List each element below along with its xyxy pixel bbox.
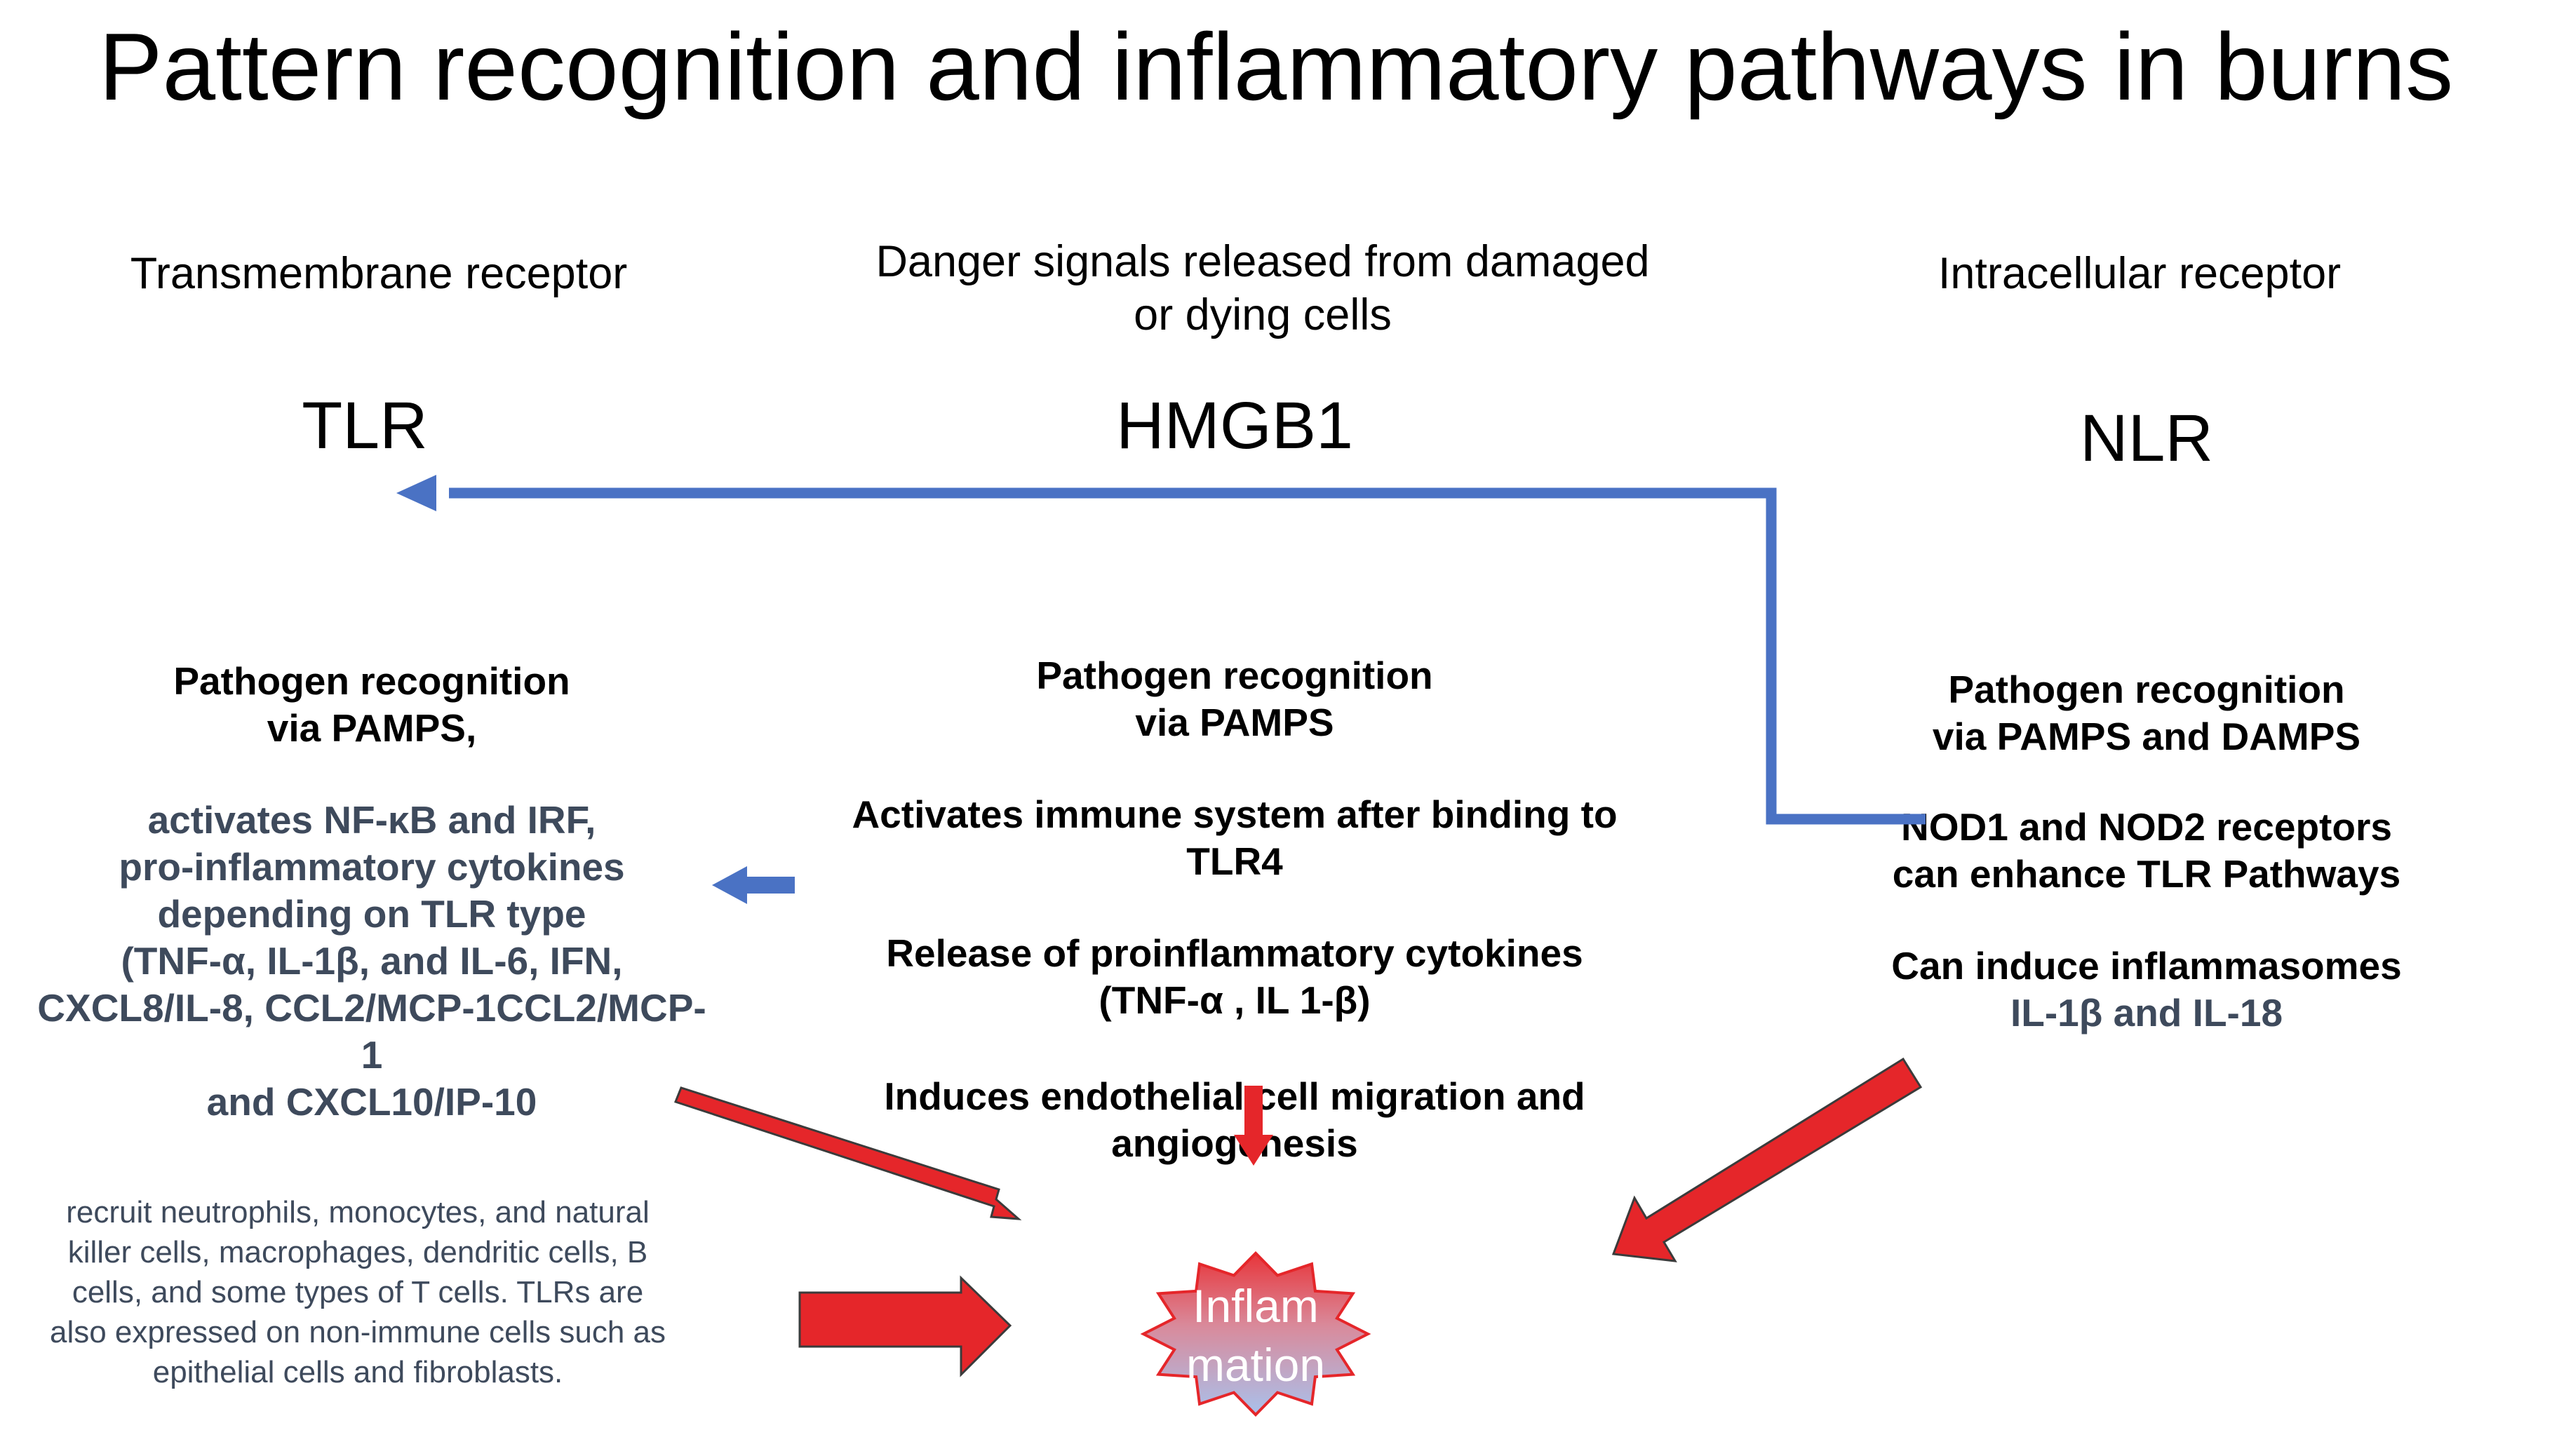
nlr-label: NLR (2079, 401, 2214, 476)
red-down-arrow (1234, 1086, 1273, 1166)
inflammation-label: Inflam mation (1108, 1276, 1403, 1394)
middle-induces-line: angiogenesis (1111, 1121, 1358, 1165)
left-effects-line: depending on TLR type (157, 892, 586, 936)
right-nod-line: can enhance TLR Pathways (1892, 852, 2401, 896)
left-header: Transmembrane receptor (130, 249, 628, 298)
right-inflammasome: Can induce inflammasomes (1891, 944, 2402, 987)
middle-activation-line: TLR4 (1186, 840, 1283, 883)
right-nod-line: NOD1 and NOD2 receptors (1901, 805, 2392, 849)
left-effects-line: activates NF-κB and IRF, (147, 798, 596, 842)
middle-recognition-line: Pathogen recognition (1036, 654, 1433, 697)
left-effects-line: pro-inflammatory cytokines (119, 845, 625, 889)
blue-left-arrow (712, 866, 795, 904)
left-effects-line: (TNF-α, IL-1β, and IL-6, IFN, (121, 939, 623, 983)
page-title: Pattern recognition and inflammatory pat… (98, 13, 2454, 120)
middle-induces: Induces endothelial cell migration and a… (814, 1073, 1656, 1167)
cells-note-line: also expressed on non-immune cells such … (49, 1315, 666, 1349)
middle-activation-line: Activates immune system after binding to (852, 793, 1618, 836)
right-recognition-line: Pathogen recognition (1948, 668, 2345, 711)
red-diagonal-arrow-left (674, 1086, 1022, 1220)
inflammation-label-line: mation (1186, 1339, 1326, 1391)
left-effects-line: and CXCL10/IP-10 (206, 1080, 537, 1124)
left-recognition-line: via PAMPS, (267, 706, 477, 750)
cells-note-line: recruit neutrophils, monocytes, and natu… (66, 1195, 650, 1229)
middle-activation: Activates immune system after binding to… (814, 791, 1656, 885)
middle-release: Release of proinflammatory cytokines (TN… (814, 930, 1656, 1024)
left-effects: activates NF-κB and IRF, pro-inflammator… (0, 797, 744, 1126)
right-recognition-line: via PAMPS and DAMPS (1932, 715, 2361, 758)
middle-release-line: Release of proinflammatory cytokines (886, 931, 1583, 975)
cells-note-line: cells, and some types of T cells. TLRs a… (72, 1275, 644, 1309)
right-recognition: Pathogen recognition via PAMPS and DAMPS (1796, 666, 2497, 760)
hmgb1-label: HMGB1 (1116, 389, 1353, 463)
cells-note: recruit neutrophils, monocytes, and natu… (0, 1192, 716, 1392)
middle-header: Danger signals released from damaged or … (814, 235, 1712, 342)
right-nod: NOD1 and NOD2 receptors can enhance TLR … (1796, 804, 2497, 898)
middle-header-line: Danger signals released from damaged (875, 237, 1650, 286)
right-header: Intracellular receptor (1937, 249, 2342, 298)
right-interleukins: IL-1β and IL-18 (2010, 991, 2283, 1034)
left-recognition-line: Pathogen recognition (173, 659, 570, 703)
left-recognition: Pathogen recognition via PAMPS, (56, 658, 687, 752)
red-diagonal-arrow-right (1611, 1057, 1923, 1262)
left-effects-line: 1 (361, 1033, 383, 1077)
inflammation-label-line: Inflam (1193, 1280, 1319, 1332)
cells-note-line: epithelial cells and fibroblasts. (152, 1355, 563, 1389)
middle-recognition: Pathogen recognition via PAMPS (884, 652, 1585, 746)
middle-induces-line: Induces endothelial cell migration and (884, 1074, 1585, 1118)
middle-release-line: (TNF-α , IL 1-β) (1099, 978, 1371, 1022)
nlr-to-tlr-connector (449, 487, 1926, 825)
tlr-label: TLR (302, 389, 428, 463)
inflammation-star (1140, 1251, 1371, 1417)
cells-note-line: killer cells, macrophages, dendritic cel… (67, 1235, 648, 1269)
red-right-arrow (798, 1275, 1012, 1377)
middle-recognition-line: via PAMPS (1135, 701, 1334, 744)
left-effects-line: CXCL8/IL-8, CCL2/MCP-1CCL2/MCP- (37, 986, 706, 1030)
middle-header-line: or dying cells (1134, 290, 1392, 339)
tlr-arrowhead (396, 475, 436, 511)
